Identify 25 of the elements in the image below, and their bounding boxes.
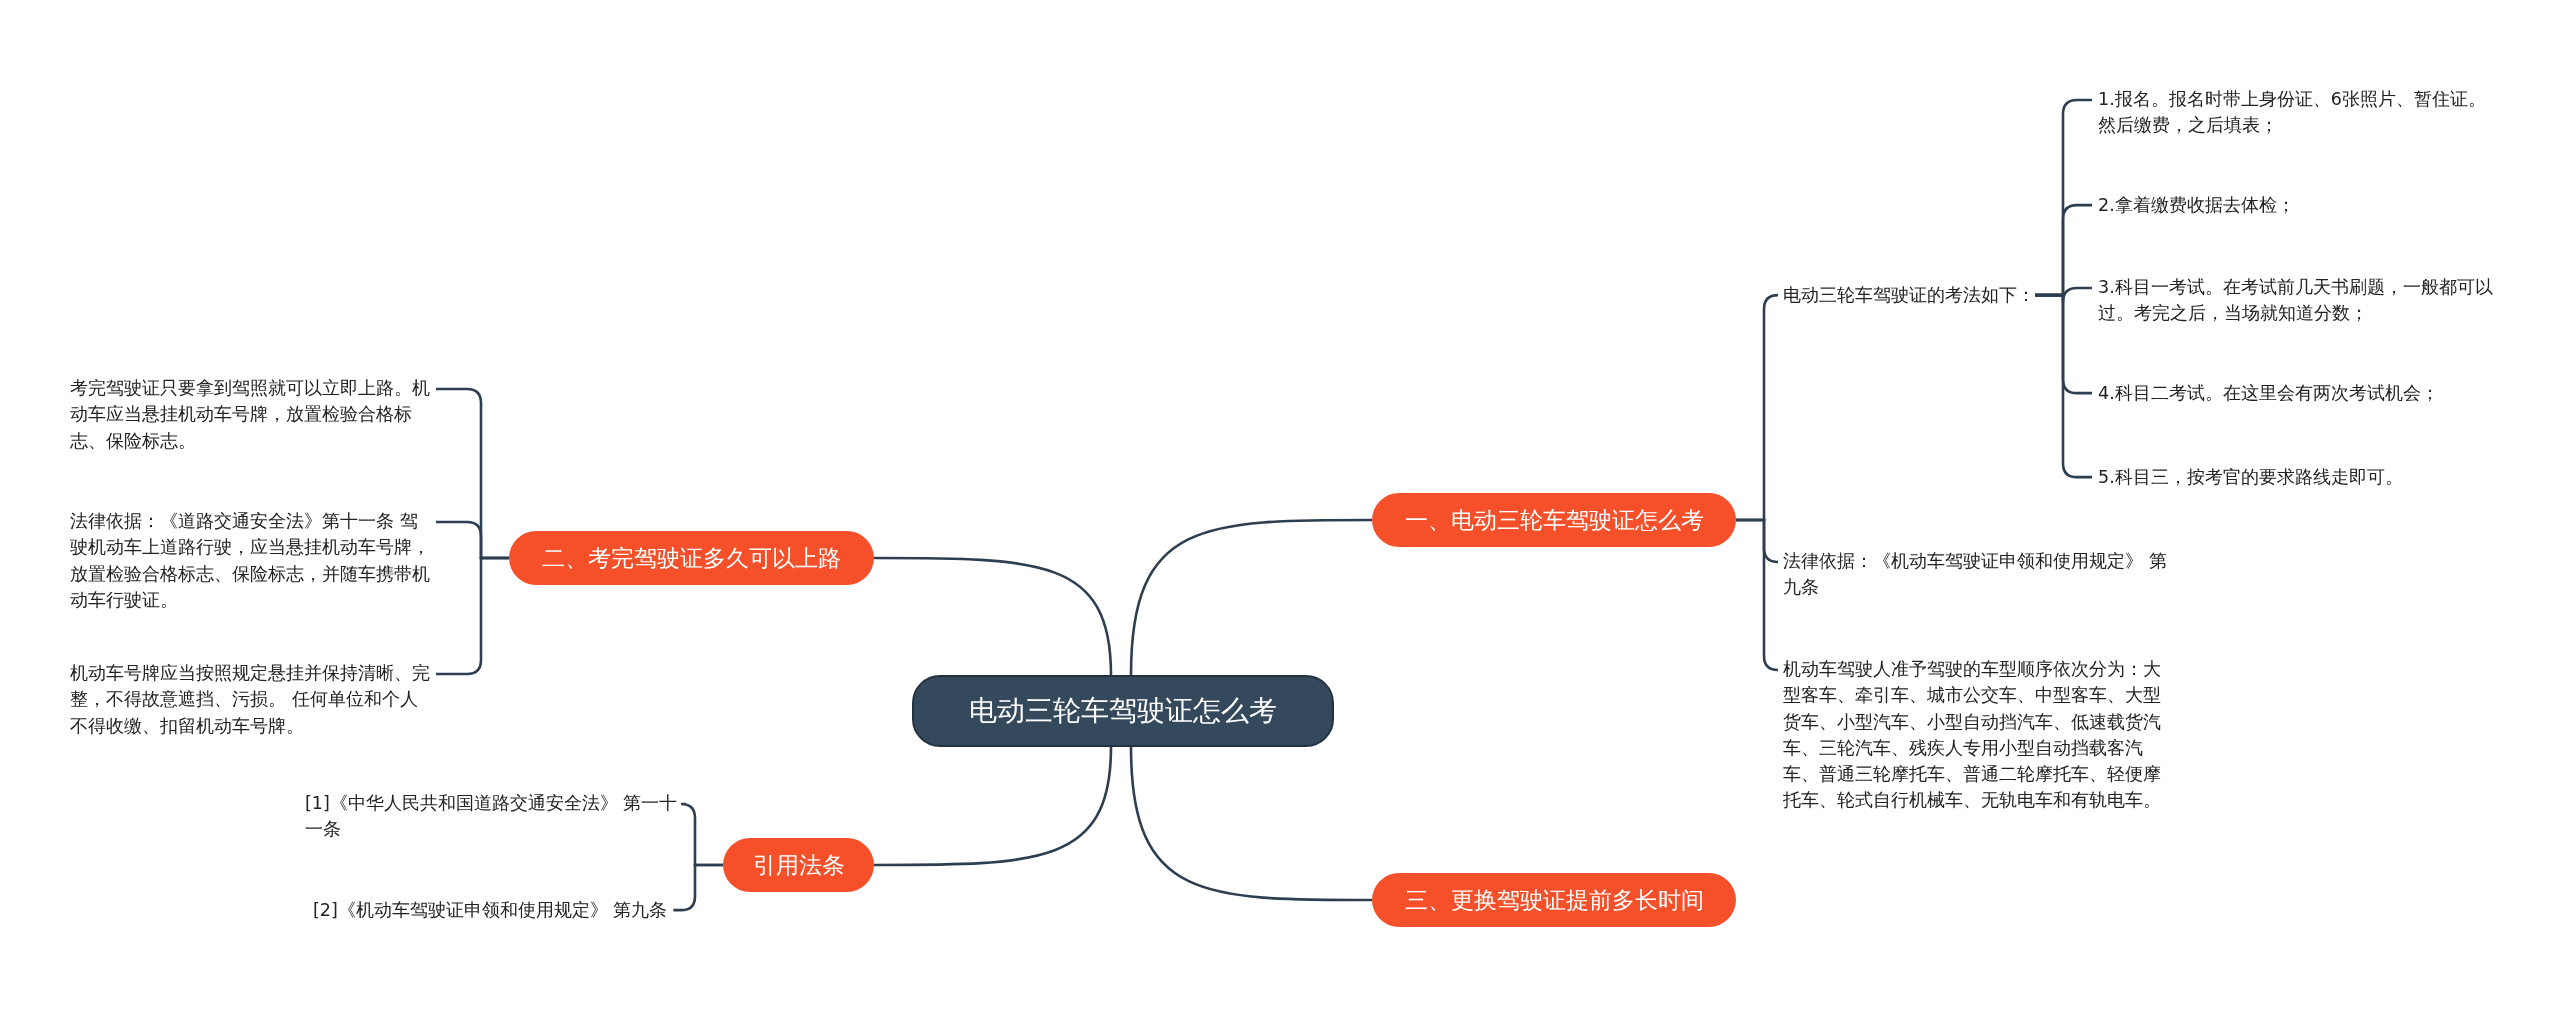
topic-text: 2.拿着缴费收据去体检；: [2098, 192, 2498, 219]
topic-text: 电动三轮车驾驶证的考法如下：: [1783, 282, 2035, 309]
topic-text: 4.科目二考试。在这里会有两次考试机会；: [2098, 380, 2498, 407]
branch-topic-box: 二、考完驾驶证多久可以上路: [509, 531, 874, 585]
connector-line: [436, 556, 509, 676]
topic-text: [1]《中华人民共和国道路交通安全法》 第一十一条: [305, 790, 680, 843]
topic-text: 法律依据：《机动车驾驶证申领和使用规定》 第九条: [1783, 548, 2168, 601]
branch-topic-box: 引用法条: [723, 838, 874, 892]
topic-text: 5.科目三，按考官的要求路线走即可。: [2098, 464, 2498, 491]
connector-line: [1129, 746, 1372, 902]
topic-text: 3.科目一考试。在考试前几天书刷题，一般都可以过。考完之后，当场就知道分数；: [2098, 274, 2498, 327]
topic-text: [2]《机动车驾驶证申领和使用规定》 第九条: [313, 897, 668, 924]
connector-line: [874, 746, 1113, 867]
branch-topic-box: 一、电动三轮车驾驶证怎么考: [1372, 493, 1736, 547]
topic-text: 考完驾驶证只要拿到驾照就可以立即上路。机动车应当悬挂机动车号牌，放置检验合格标志、保险标志。: [70, 375, 430, 454]
topic-text: 法律依据：《道路交通安全法》第十一条 驾驶机动车上道路行驶，应当悬挂机动车号牌，放置检验合格标志、保险标志，并随车携带机动车行驶证。: [70, 508, 430, 613]
connector-line: [874, 556, 1113, 676]
branch-topic-box: 三、更换驾驶证提前多长时间: [1372, 873, 1736, 927]
connector-line: [673, 863, 723, 912]
topic-text: 机动车号牌应当按照规定悬挂并保持清晰、完整，不得故意遮挡、污损。 任何单位和个人不得收缴、扣留机动车号牌。: [70, 660, 430, 739]
central-topic-box: 电动三轮车驾驶证怎么考: [912, 675, 1334, 747]
topic-text: 机动车驾驶人准予驾驶的车型顺序依次分为：大型客车、牵引车、城市公交车、中型客车、大型货车、小型汽车、小型自动挡汽车、低速载货汽车、三轮汽车、残疾人专用小型自动挡载客汽车、普通三轮摩托车、普通二轮摩托车、轻便摩托车、轮式自行机械车、无轨电车和有轨电车。: [1783, 656, 2168, 814]
topic-text: 1.报名。报名时带上身份证、6张照片、暂住证。然后缴费，之后填表；: [2098, 86, 2498, 139]
connector-line: [1129, 518, 1372, 676]
connector-line: [1736, 518, 1780, 672]
